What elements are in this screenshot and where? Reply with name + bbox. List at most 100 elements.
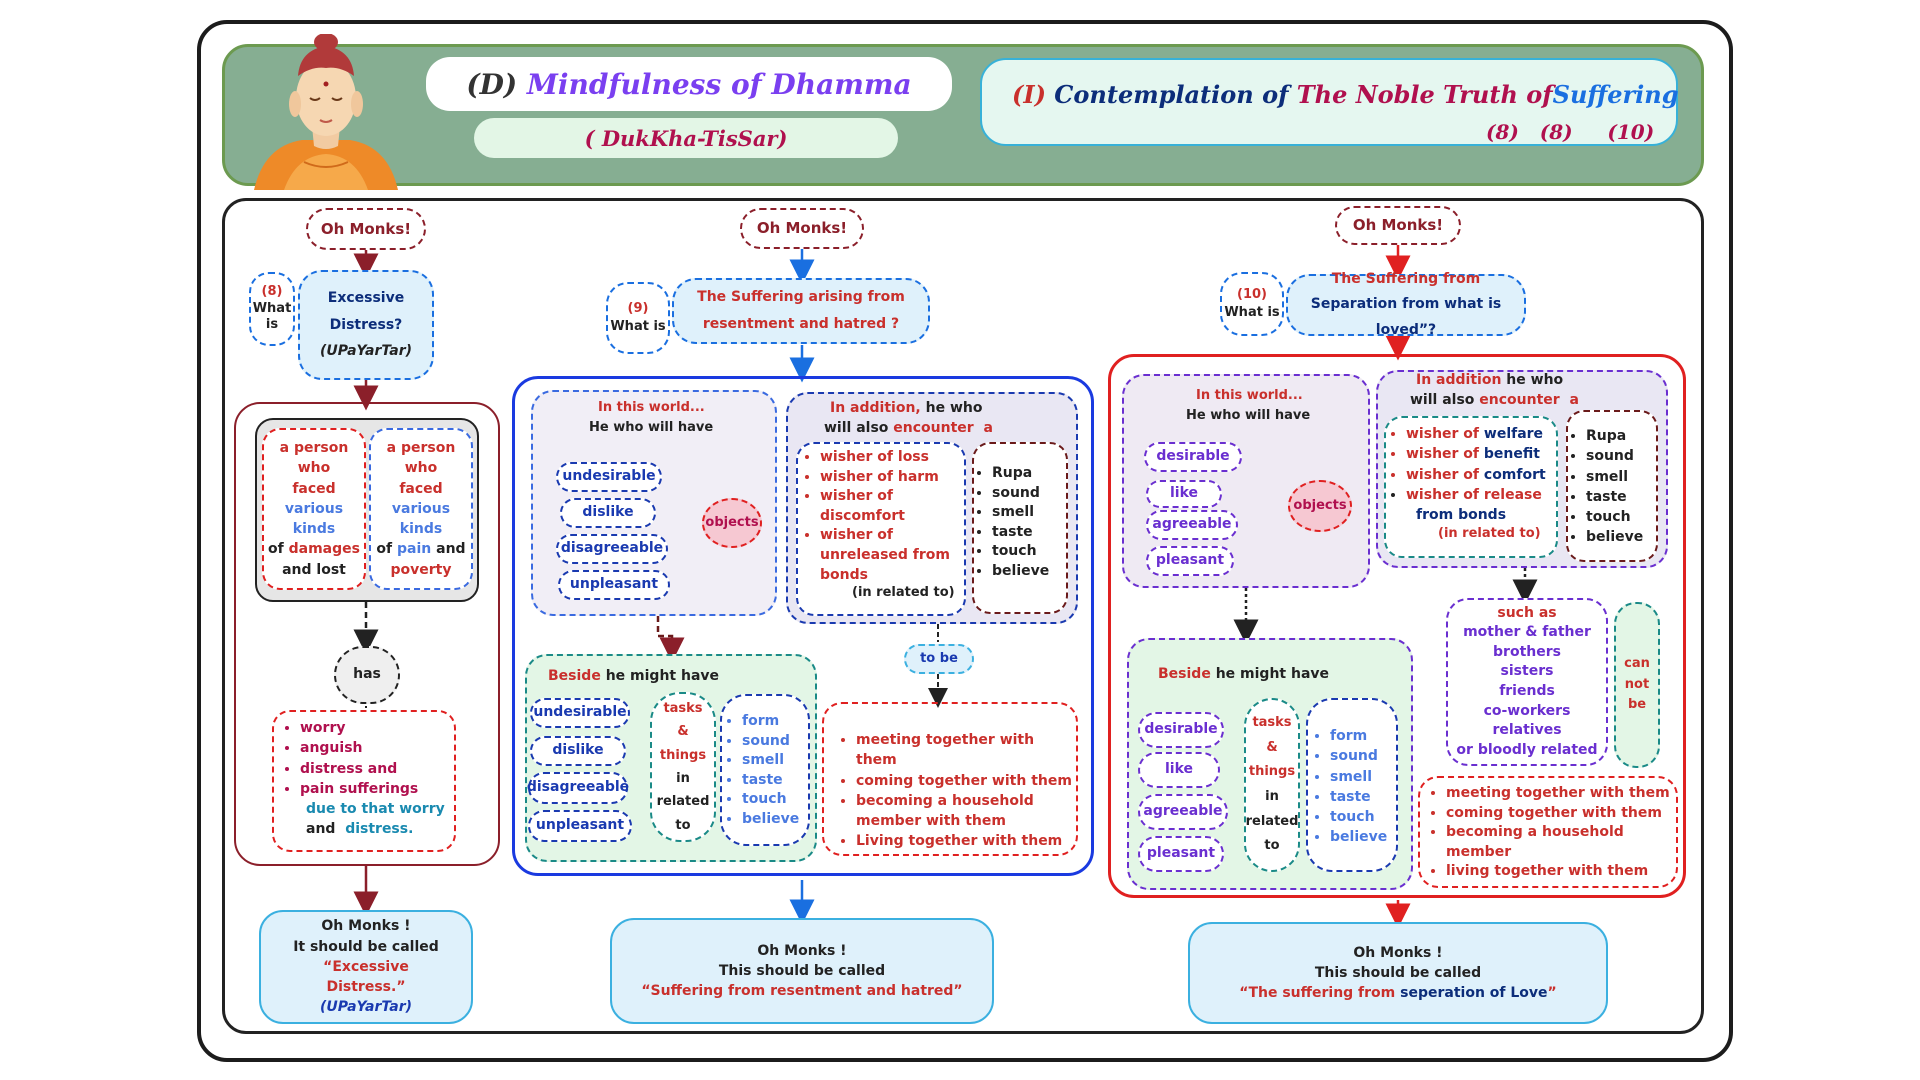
c-line: “Excessive: [323, 958, 409, 975]
list-item: sound: [742, 732, 808, 752]
list-item: sound: [1586, 446, 1656, 466]
wisher-b: benefit: [1483, 446, 1540, 463]
task-line: related: [1245, 813, 1299, 829]
oh-monks-label: Oh Monks!: [1335, 206, 1461, 245]
enc-word: will also: [1410, 392, 1475, 408]
rel-line: co-workers: [1483, 702, 1571, 719]
list-item: unreleased from: [820, 546, 950, 563]
task-line: things: [1248, 764, 1296, 780]
reference-numbers: (8) (8) (10): [1486, 120, 1654, 144]
resentment-frame: [512, 376, 1094, 876]
p-line: various kinds: [284, 500, 344, 538]
q-line: Excessive: [327, 290, 405, 307]
p-word: damages: [288, 541, 360, 558]
q-what-is: What is: [610, 319, 666, 334]
list-item: living together with them: [1446, 862, 1676, 882]
rel-line: brothers: [1493, 643, 1561, 660]
list-item: bonds: [820, 566, 868, 583]
enc-word: he who: [925, 400, 983, 416]
wishers-list: wisher of loss wisher of harm wisher of …: [802, 448, 960, 585]
enc-word: In addition,: [830, 400, 921, 416]
c-line: “The suffering from: [1239, 985, 1396, 1002]
like-tag: like: [1146, 480, 1222, 508]
p-word: and: [436, 541, 466, 558]
c-line: (UPaYarTar): [319, 999, 413, 1016]
like-tag: disagreeable: [556, 534, 668, 564]
wisher-a: wisher of: [1406, 426, 1480, 442]
world-title: In this world...: [598, 400, 705, 415]
task-line: to: [675, 817, 691, 833]
list-item: smell: [742, 751, 808, 771]
list-item: becoming a household: [856, 791, 1076, 811]
due-word: due to: [306, 801, 357, 818]
wisher-a: wisher of: [1406, 446, 1480, 463]
list-item: Rupa: [992, 464, 1066, 484]
in-related: (in related to): [1438, 526, 1541, 542]
list-item: smell: [992, 503, 1066, 523]
c-line: Oh Monks !: [1353, 944, 1443, 961]
contemplation-of: Contemplation of: [1054, 80, 1289, 109]
list-item: touch: [1586, 507, 1656, 527]
like-tag: unpleasant: [558, 570, 670, 600]
q-line: resentment and hatred ?: [702, 316, 900, 332]
rel-line: such as: [1497, 604, 1557, 621]
question-box: The Suffering arising from resentment an…: [672, 278, 930, 344]
q-line: (UPaYarTar): [319, 343, 413, 360]
world-sub: He who will have: [589, 420, 714, 435]
has-label: has: [334, 646, 400, 704]
like-tag: desirable: [1144, 442, 1242, 472]
task-line: tasks &: [1252, 714, 1292, 755]
oh-monks-label: Oh Monks!: [740, 208, 864, 249]
senses-list: form sound smell taste touch believe: [1312, 726, 1396, 848]
list-item: Living together with them: [856, 831, 1076, 851]
c-line: Oh Monks !: [757, 942, 847, 959]
person-poverty-card: a person who faced various kinds of pain…: [369, 428, 473, 590]
q-line: Distress?: [329, 316, 403, 333]
conclusion-box-3: Oh Monks ! This should be called “The su…: [1188, 922, 1608, 1024]
list-item: touch: [1330, 807, 1396, 827]
list-item: pain sufferings: [300, 779, 446, 799]
p-word: of: [268, 541, 284, 558]
list-item: Rupa: [1586, 426, 1656, 446]
list-item: wisher of benefit: [1406, 444, 1556, 464]
rel-line: relatives: [1492, 722, 1562, 739]
wishers-box: wisher of loss wisher of harm wisher of …: [796, 442, 966, 616]
list-item: wisher of welfare: [1406, 424, 1556, 444]
to-be-label: to be: [904, 644, 974, 674]
list-item: sound: [1330, 746, 1396, 766]
p-line: a person who: [386, 439, 456, 477]
list-item: smell: [1330, 767, 1396, 787]
world-sub: He who will have: [1186, 408, 1311, 423]
c-line: “Suffering from resentment and hatred”: [641, 983, 963, 1000]
c-line: Oh Monks !: [321, 918, 411, 935]
list-item: wisher of harm: [820, 468, 960, 488]
q-num: (8): [261, 283, 283, 299]
q-what: What: [252, 300, 292, 316]
senses-list: form sound smell taste touch believe: [724, 712, 808, 830]
question-box: Excessive Distress? (UPaYarTar): [298, 270, 434, 380]
list-item: coming together with them: [856, 771, 1076, 791]
noble-truth: The Noble Truth of: [1296, 80, 1553, 109]
list-item: anguish: [300, 738, 446, 758]
beside-word: Beside: [1158, 666, 1211, 682]
main-title-prefix: (D): [466, 67, 518, 101]
world-title: In this world...: [1196, 388, 1303, 403]
objects-bubble: objects: [1288, 480, 1352, 532]
main-title: (D) Mindfulness of Dhamma: [426, 57, 952, 111]
conclusion-box-2: Oh Monks ! This should be called “Suffer…: [610, 918, 994, 1024]
wisher-b: comfort: [1483, 466, 1546, 483]
c-line: Distress.”: [326, 979, 406, 996]
beside-line: Beside he might have: [1158, 666, 1329, 682]
relatives-box: such as mother & father brothers sisters…: [1446, 598, 1608, 766]
wishers-box: wisher of welfare wisher of benefit wish…: [1384, 416, 1558, 558]
list-item: sound: [992, 484, 1066, 504]
meeting-list: meeting together with them coming togeth…: [1428, 784, 1676, 882]
list-item: believe: [1330, 827, 1396, 847]
like-tag: desirable: [1138, 712, 1224, 748]
task-line: tasks: [663, 700, 703, 716]
like-tag: agreeable: [1146, 510, 1238, 540]
question-number: (9) What is: [606, 282, 670, 354]
like-tag: undesirable: [530, 698, 630, 728]
sufferings-list: worry anguish distress and pain sufferin…: [282, 718, 446, 799]
task-line: & things: [659, 724, 707, 763]
